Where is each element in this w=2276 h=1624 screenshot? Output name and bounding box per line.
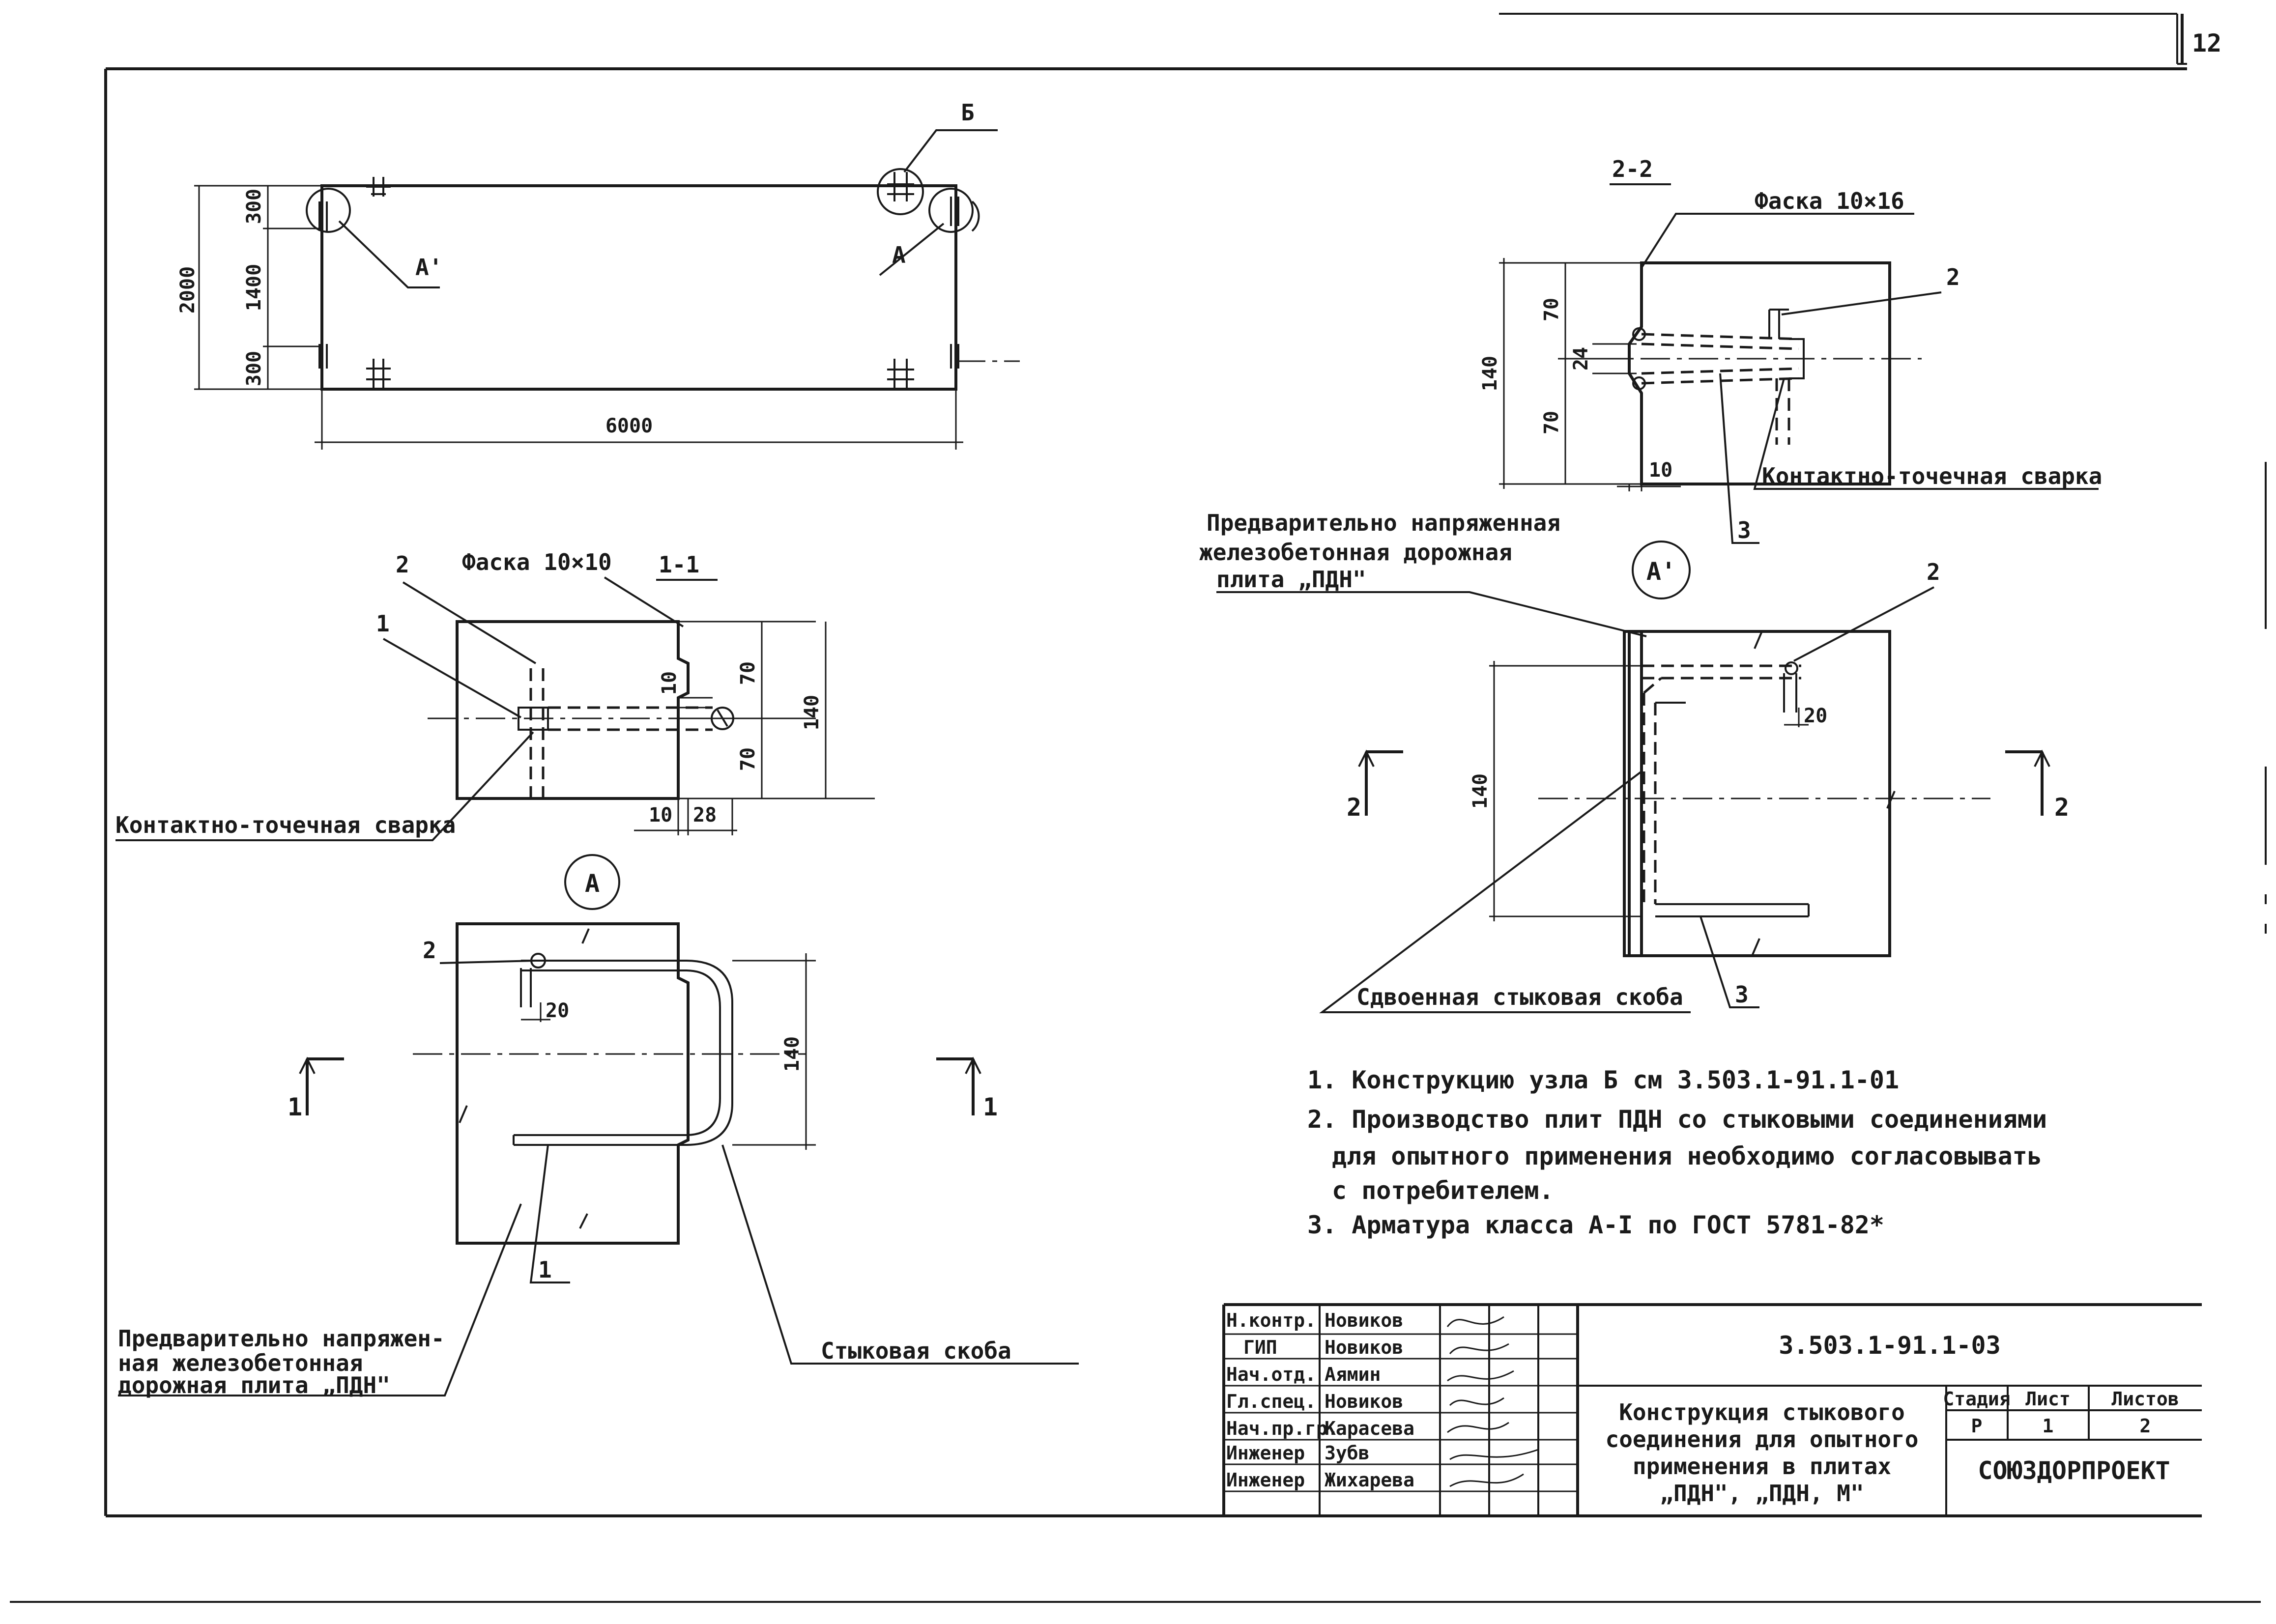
tb-name-3: Новиков [1325, 1391, 1403, 1412]
tb-name-1: Новиков [1325, 1337, 1403, 1358]
node-a-prime-dim-20: 20 [1804, 705, 1827, 727]
node-a-slab-line-1: Предварительно напряжен- [118, 1325, 445, 1352]
section-1-1-dim-10-top: 10 [658, 671, 681, 695]
section-2-2-ref-3: 3 [1737, 517, 1751, 543]
section-1-1-chamfer: Фаска 10×10 [462, 549, 612, 575]
section-1-1-dim-28: 28 [693, 804, 717, 826]
node-a-mark: А [585, 869, 600, 898]
node-a-cut-right: 1 [983, 1093, 998, 1121]
tb-stage-header: Стадия [1943, 1388, 2010, 1410]
section-1-1-weld-label: Контактно-точечная сварка [115, 812, 456, 838]
section-2-2-dim-140: 140 [1479, 356, 1501, 391]
note-2: 2. Производство плит ПДН со стыковыми со… [1307, 1105, 2047, 1134]
tb-code: 3.503.1-91.1-03 [1779, 1331, 2001, 1360]
plan-mark-a-prime: А' [415, 254, 442, 281]
node-a-cut-left: 1 [288, 1093, 302, 1121]
node-a-slab-line-2: ная железобетонная [118, 1350, 363, 1376]
section-2-2-dim-10: 10 [1649, 459, 1672, 482]
note-2-cont: для опытного применения необходимо согла… [1332, 1142, 2042, 1170]
tb-sheet: 1 [2043, 1415, 2054, 1437]
node-a-prime-ref-2: 2 [1927, 559, 1940, 585]
note-3: 3. Арматура класса А-I по ГОСТ 5781-82* [1307, 1211, 1884, 1239]
sheet-number: 12 [2192, 29, 2221, 57]
node-a-slab-line-3: дорожная плита „ПДН" [118, 1372, 390, 1398]
node-a-dim-140: 140 [781, 1036, 804, 1072]
tb-name-5: Зубв [1325, 1442, 1370, 1464]
tb-name-2: Аямин [1325, 1364, 1381, 1385]
tb-name-0: Новиков [1325, 1310, 1403, 1331]
section-1-1-title: 1-1 [659, 551, 699, 578]
title-block: Н.контр. ГИП Нач.отд. Гл.спец. Нач.пр.гр… [1222, 1303, 2202, 1516]
plan-dim-edge-top: 300 [243, 189, 265, 224]
node-a-prime-cut-right: 2 [2054, 793, 2069, 822]
node-a-prime-slab-line-1: Предварительно напряженная [1207, 510, 1560, 536]
section-1-1-ref-1: 1 [376, 610, 390, 637]
plan-view: А' А Б 2000 300 1400 300 6000 [176, 99, 1020, 450]
plan-dim-length: 6000 [605, 415, 653, 437]
plan-dim-middle: 1400 [243, 264, 265, 311]
plan-mark-a: А [892, 242, 906, 268]
notes: 1. Конструкцию узла Б см 3.503.1-91.1-01… [1307, 1066, 2047, 1239]
tb-name-6: Жихарева [1325, 1469, 1414, 1491]
tb-sheets-header: Листов [2111, 1388, 2179, 1410]
tb-role-5: Инженер [1226, 1442, 1305, 1464]
tb-desc-line-4: „ПДН", „ПДН, М" [1660, 1480, 1864, 1507]
tb-organization: СОЮЗДОРПРОЕКТ [1978, 1456, 2170, 1485]
node-a-prime: Предварительно напряженная железобетонна… [1199, 510, 2069, 1013]
note-1: 1. Конструкцию узла Б см 3.503.1-91.1-01 [1307, 1066, 1899, 1094]
node-a-bracket-label: Стыковая скоба [821, 1338, 1011, 1364]
sheet-frame: 12 [10, 13, 2267, 1603]
plan-dim-width: 2000 [176, 266, 199, 313]
node-a: А 2 20 140 1 1 1 Предварительно напря [118, 854, 1079, 1398]
tb-role-4: Нач.пр.гр. [1226, 1418, 1339, 1439]
section-2-2-title: 2-2 [1612, 156, 1653, 182]
section-1-1-dim-70-bottom: 70 [737, 747, 759, 771]
tb-stage: Р [1971, 1415, 1983, 1437]
tb-desc-line-1: Конструкция стыкового [1619, 1399, 1905, 1425]
node-a-dim-20: 20 [546, 999, 569, 1022]
node-a-prime-slab-line-3: плита „ПДН" [1216, 566, 1366, 593]
note-2-end: с потребителем. [1332, 1176, 1554, 1205]
section-2-2-ref-2: 2 [1946, 264, 1960, 290]
section-1-1-ref-2: 2 [396, 551, 409, 578]
section-1-1-dim-10-bottom: 10 [649, 804, 672, 826]
tb-role-0: Н.контр. [1226, 1310, 1316, 1331]
section-1-1-dim-140: 140 [801, 695, 823, 730]
tb-role-6: Инженер [1226, 1469, 1305, 1491]
section-2-2-dim-70-bottom: 70 [1540, 411, 1563, 434]
node-a-prime-dim-140: 140 [1469, 773, 1492, 809]
tb-desc-line-3: применения в плитах [1633, 1453, 1891, 1480]
tb-sheets: 2 [2140, 1415, 2151, 1437]
node-a-ref-1: 1 [538, 1256, 552, 1283]
node-a-ref-2: 2 [423, 937, 436, 964]
tb-sheet-header: Лист [2025, 1388, 2071, 1410]
section-2-2-chamfer: Фаска 10×16 [1755, 188, 1904, 214]
plan-dim-edge-bottom: 300 [243, 351, 265, 386]
plan-mark-b: Б [961, 99, 975, 126]
node-a-prime-slab-line-2: железобетонная дорожная [1199, 539, 1512, 566]
node-a-prime-mark: А' [1646, 557, 1676, 586]
section-2-2: 2-2 Фаска 10×16 2 3 Контактно-точечная с… [1479, 156, 2102, 544]
tb-name-4: Карасева [1325, 1418, 1414, 1439]
section-2-2-dim-24: 24 [1570, 347, 1592, 370]
node-a-prime-cut-left: 2 [1347, 793, 1361, 822]
section-1-1-dim-70-top: 70 [737, 661, 759, 685]
section-1-1: Фаска 10×10 1-1 2 1 70 70 140 10 10 28 К… [115, 549, 875, 841]
tb-role-2: Нач.отд. [1226, 1364, 1316, 1385]
node-a-prime-ref-3: 3 [1735, 981, 1749, 1008]
tb-role-1: ГИП [1243, 1337, 1277, 1358]
section-2-2-weld-label: Контактно-точечная сварка [1762, 463, 2102, 489]
node-a-prime-double-bracket: Сдвоенная стыковая скоба [1356, 984, 1683, 1010]
section-2-2-dim-70-top: 70 [1540, 298, 1563, 321]
tb-role-3: Гл.спец. [1226, 1391, 1316, 1412]
tb-desc-line-2: соединения для опытного [1606, 1426, 1919, 1453]
